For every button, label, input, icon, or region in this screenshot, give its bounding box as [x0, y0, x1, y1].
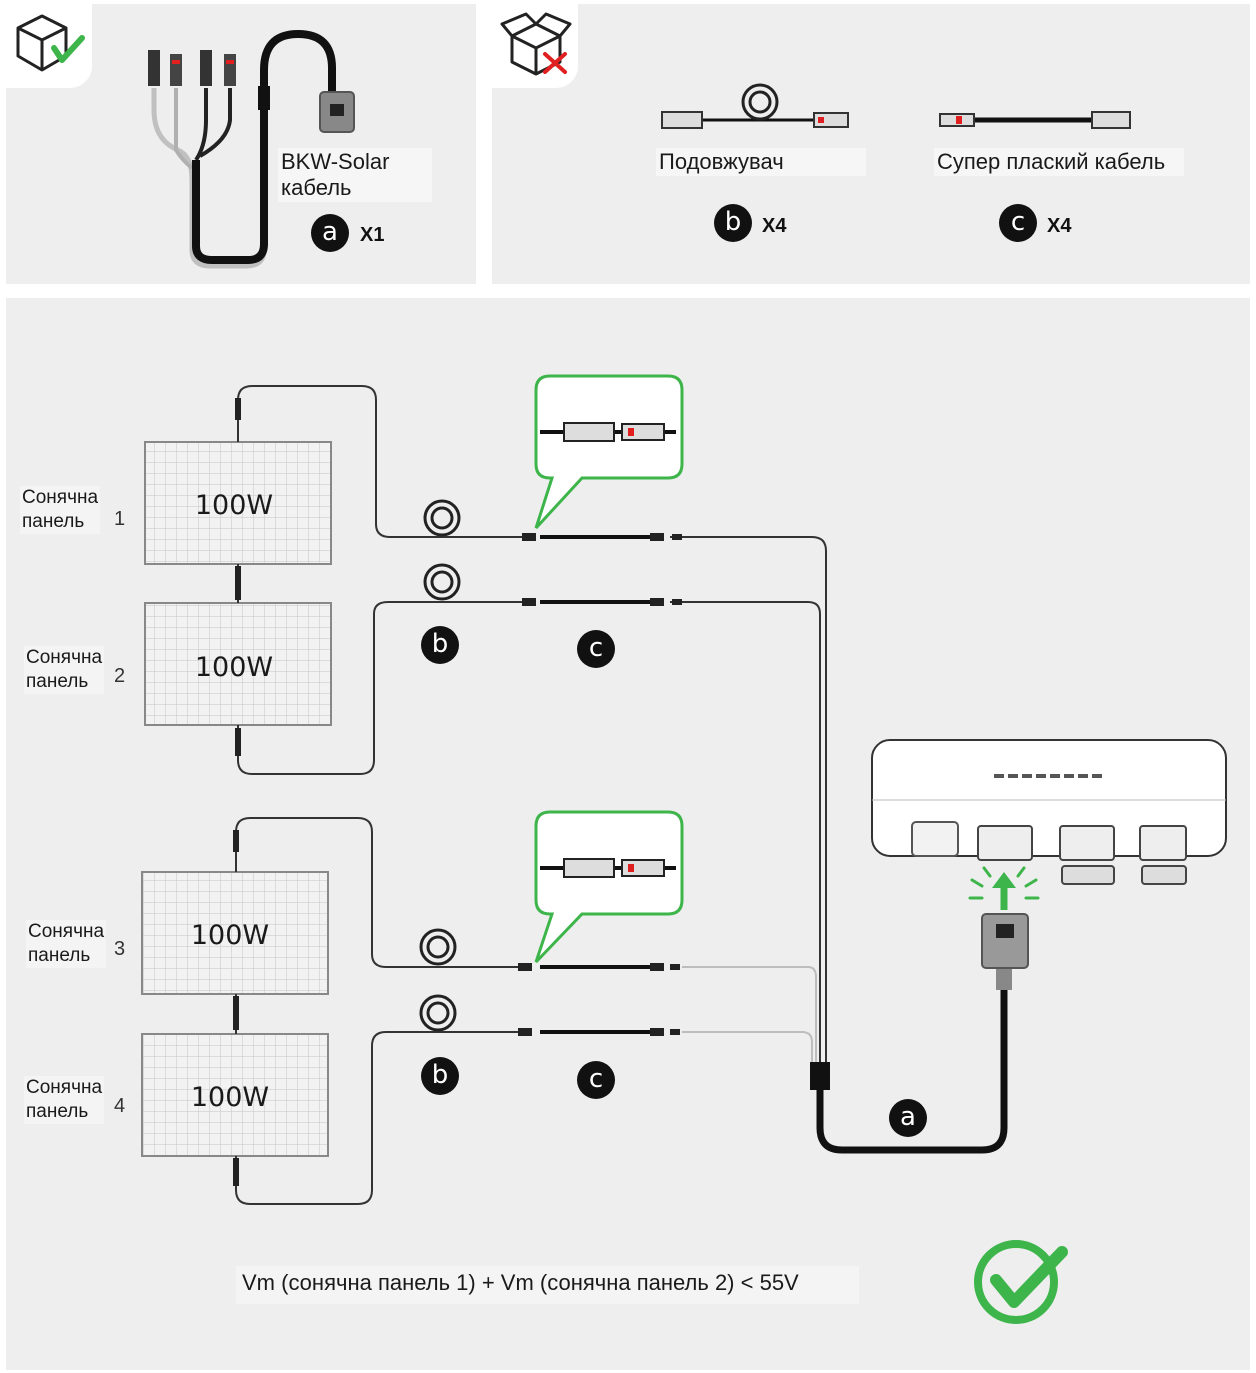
open-box-cross-icon: [500, 12, 572, 76]
panel-number-1: 1: [114, 508, 126, 530]
panel-label-line2: панель: [26, 1101, 89, 1122]
extender-coil-icon: [419, 928, 457, 1032]
bkw-solar-cable-label: BKW-Solar кабель: [278, 148, 432, 202]
lower-connectors: [233, 830, 680, 1186]
panel-power-1: 100W: [195, 490, 273, 521]
diagram-badge-c-lower: c: [577, 1061, 615, 1099]
check-circle-icon: [974, 1240, 1068, 1324]
panel-label-3: Сонячна панель: [26, 920, 107, 968]
extender-label: Подовжувач: [656, 148, 866, 176]
panel-label-4: Сонячна панель: [24, 1076, 105, 1124]
panel-power-4: 100W: [191, 1082, 269, 1113]
box-check-icon: [16, 14, 85, 72]
flat-cable-label: Супер плаский кабель: [934, 148, 1184, 176]
cable-label-line1: BKW-Solar: [281, 149, 390, 174]
solar-panel-4: [141, 1033, 329, 1157]
voltage-formula: Vm (сонячна панель 1) + Vm (сонячна пане…: [236, 1266, 859, 1304]
qty-c: X4: [1047, 215, 1072, 237]
inverter-device: [871, 739, 1227, 885]
diagram-badge-c-upper: c: [577, 630, 615, 668]
qty-a: X1: [360, 224, 385, 246]
cable-label-line2: кабель: [281, 175, 352, 200]
connector-callout-lower: [534, 810, 684, 964]
panel-label-line2: панель: [28, 945, 91, 966]
panel-label-line2: панель: [22, 511, 85, 532]
panel-number-3: 3: [114, 938, 126, 960]
extender-illustration: [661, 83, 849, 129]
badge-b: b: [714, 204, 752, 242]
solar-panel-2: [144, 602, 332, 726]
panel-power-3: 100W: [191, 920, 269, 951]
panel-label-line2: панель: [26, 671, 89, 692]
bkw-solar-main-cable: [810, 913, 1029, 1154]
panel-power-2: 100W: [195, 652, 273, 683]
bkw-solar-cable-illustration: [148, 29, 355, 269]
solar-panel-3: [141, 871, 329, 995]
badge-c: c: [999, 204, 1037, 242]
panel-label-line1: Сонячна: [28, 921, 105, 942]
diagram-badge-b-lower: b: [421, 1057, 459, 1095]
panel-label-line1: Сонячна: [26, 1077, 103, 1098]
qty-b: X4: [762, 215, 787, 237]
panel-label-line1: Сонячна: [22, 487, 99, 508]
panel-label-2: Сонячна панель: [24, 646, 105, 694]
extender-coil-icon: [423, 499, 461, 601]
diagram-badge-b-upper: b: [421, 626, 459, 664]
panel-number-4: 4: [114, 1095, 126, 1117]
connector-callout-upper: [534, 374, 684, 530]
upper-connectors: [235, 398, 682, 756]
not-included-items-panel: [492, 4, 1250, 284]
badge-a: a: [311, 214, 349, 252]
panel-label-line1: Сонячна: [26, 647, 103, 668]
panel-label-1: Сонячна панель: [20, 486, 101, 534]
flat-cable-illustration: [939, 111, 1131, 129]
panel-number-2: 2: [114, 665, 126, 687]
diagram-badge-a: a: [889, 1099, 927, 1137]
plug-in-arrow-icon: [968, 866, 1040, 910]
